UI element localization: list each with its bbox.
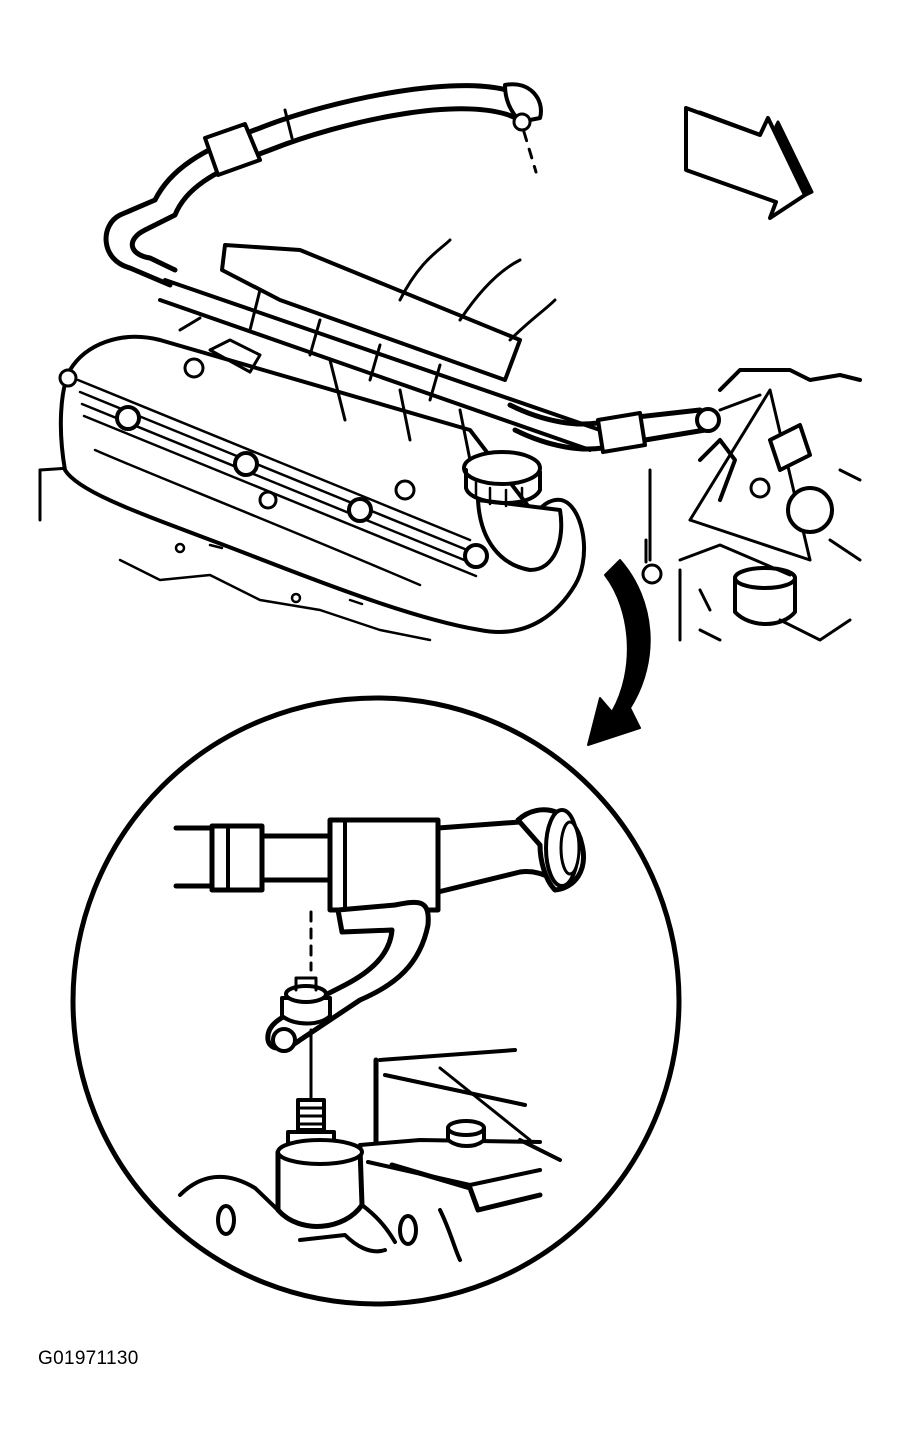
figure-id-label: G01971130 (38, 1348, 139, 1369)
detail-circle (70, 695, 682, 1307)
detail-block (178, 1048, 562, 1262)
forward-arrow-icon (684, 106, 814, 220)
vent-hose (103, 82, 543, 288)
oil-filler-cap (462, 450, 564, 572)
fuel-rail (158, 238, 602, 462)
detail-hose (173, 807, 586, 913)
valve-cover-bolts (58, 357, 489, 569)
detail-bracket (265, 900, 431, 1100)
engine-block (38, 466, 432, 642)
valve-cover (58, 334, 587, 634)
pcv-hose (507, 393, 762, 454)
engine-right-side (641, 368, 862, 642)
engine-overview (38, 82, 862, 746)
detail-view (70, 695, 682, 1307)
curved-arrow-icon (587, 559, 651, 746)
